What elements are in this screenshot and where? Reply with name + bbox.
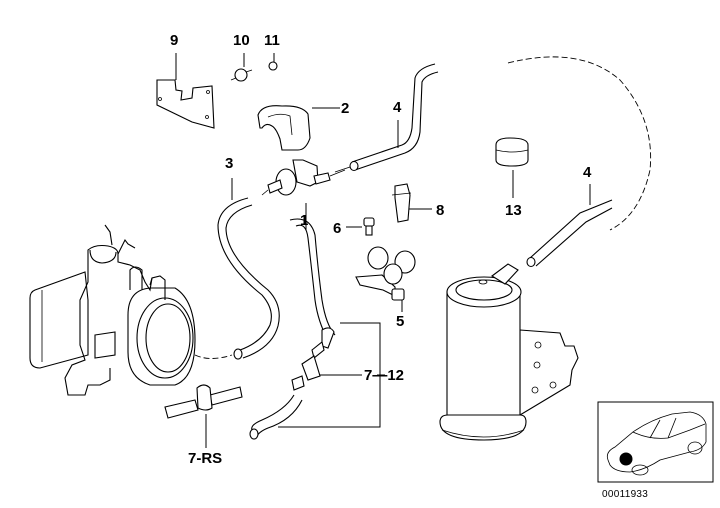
nut-11 (268, 61, 278, 71)
hose-route-dashed (507, 56, 652, 231)
callout-13: 13 (505, 202, 522, 219)
throttle-body (29, 224, 196, 396)
screw-6 (363, 217, 375, 236)
callout-3: 3 (225, 155, 234, 172)
connector-8 (391, 183, 412, 223)
rubber-mount-10 (230, 68, 253, 82)
hose-3 (217, 197, 280, 360)
callout-4-lower: 4 (583, 164, 592, 181)
breather-valve-1 (261, 159, 346, 196)
callout-4-upper: 4 (393, 99, 402, 116)
diagram-code: 00011933 (602, 489, 649, 500)
clip-bracket-5 (355, 246, 416, 301)
callout-11: 11 (264, 32, 280, 49)
callout-2: 2 (341, 100, 350, 117)
callout-5: 5 (396, 313, 405, 330)
vent-hose-4-upper (334, 63, 439, 173)
hose-lower (289, 218, 336, 341)
location-thumbnail (597, 401, 714, 483)
callout-9: 9 (170, 32, 179, 49)
bracket-plate-9 (156, 79, 215, 129)
cap-13 (495, 137, 529, 167)
charcoal-canister (439, 263, 579, 441)
t-piece-7-rs (164, 384, 243, 419)
hose-assembly-7-12 (249, 327, 335, 440)
callout-8: 8 (436, 202, 445, 219)
connection-dashed-line (194, 354, 233, 359)
valve-holder-2 (257, 105, 311, 151)
callout-10: 10 (233, 32, 250, 49)
leader-lines (175, 53, 591, 312)
callout-7-12: 7—12 (364, 367, 405, 384)
callout-1: 1 (300, 212, 309, 229)
callout-7-rs: 7-RS (188, 450, 223, 467)
callout-6: 6 (333, 220, 342, 237)
vent-hose-4-lower (526, 199, 613, 268)
location-marker-dot (619, 452, 633, 466)
